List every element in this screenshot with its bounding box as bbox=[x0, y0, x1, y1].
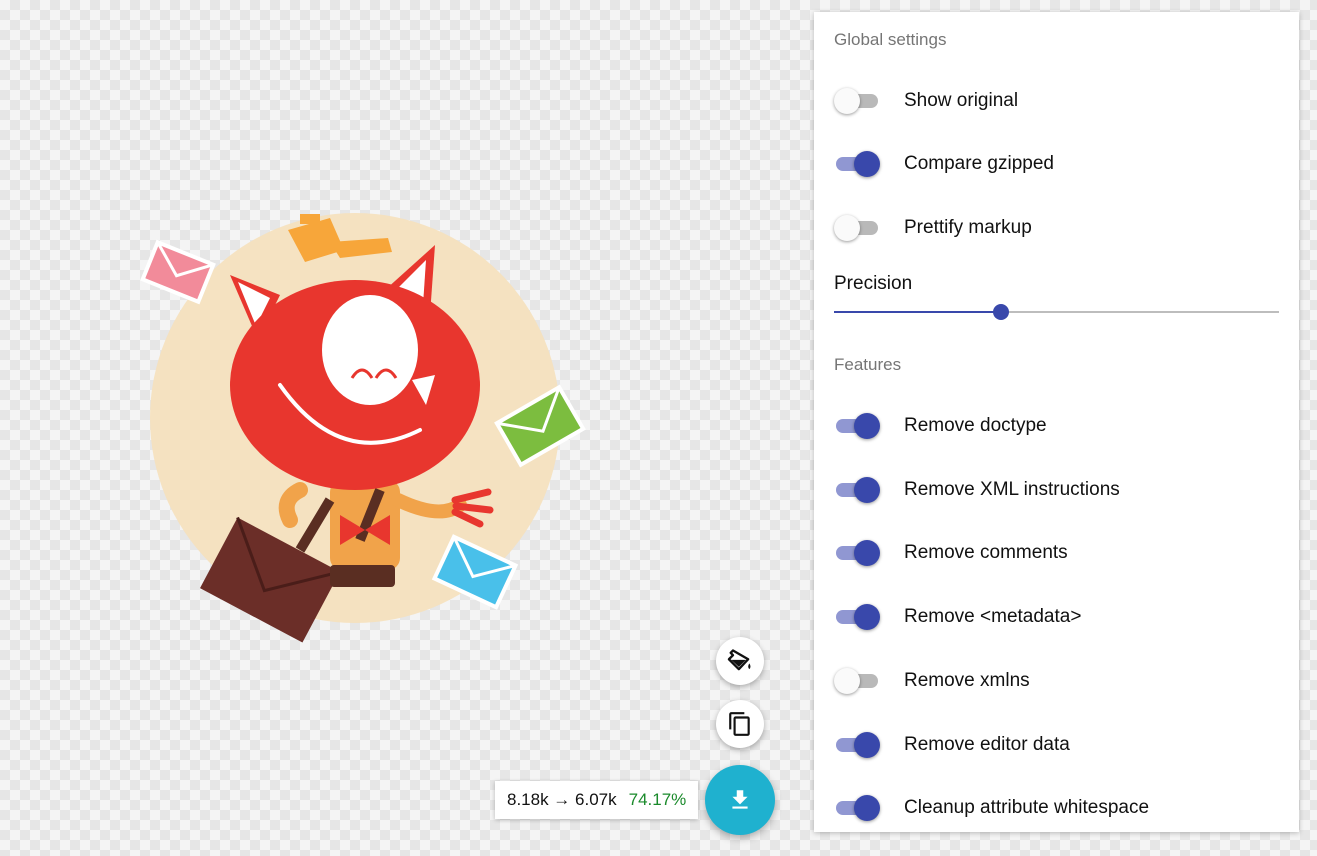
global-settings-heading: Global settings bbox=[834, 30, 947, 49]
switch[interactable] bbox=[834, 148, 880, 180]
toggle-remove-doctype[interactable]: Remove doctype bbox=[834, 410, 1047, 442]
change-background-button[interactable] bbox=[716, 637, 764, 685]
settings-panel: Global settings Show original Compare gz… bbox=[814, 12, 1299, 832]
toggle-prettify-markup[interactable]: Prettify markup bbox=[834, 212, 1032, 244]
switch[interactable] bbox=[834, 85, 880, 117]
toggle-label: Remove editor data bbox=[904, 734, 1070, 755]
toggle-label: Remove doctype bbox=[904, 415, 1047, 436]
toggle-label: Compare gzipped bbox=[904, 153, 1054, 174]
toggle-label: Remove comments bbox=[904, 542, 1068, 563]
features-heading: Features bbox=[834, 355, 902, 374]
copy-button[interactable] bbox=[716, 700, 764, 748]
switch[interactable] bbox=[834, 601, 880, 633]
illustration-bag bbox=[200, 516, 341, 643]
switch[interactable] bbox=[834, 474, 880, 506]
copy-icon bbox=[729, 712, 750, 736]
illustration-envelope-pink bbox=[140, 239, 216, 305]
toggle-remove-comments[interactable]: Remove comments bbox=[834, 537, 1068, 569]
file-size-summary: 8.18k → 6.07k 74.17% bbox=[495, 781, 699, 819]
switch[interactable] bbox=[834, 537, 880, 569]
illustration-bow bbox=[340, 515, 390, 545]
toggle-remove-editor-data[interactable]: Remove editor data bbox=[834, 729, 1070, 761]
toggle-cleanup-attribute-whitespace[interactable]: Cleanup attribute whitespace bbox=[834, 792, 1149, 824]
paint-bucket-icon bbox=[727, 649, 751, 671]
savings-percent: 74.17% bbox=[628, 790, 687, 809]
switch[interactable] bbox=[834, 729, 880, 761]
toggle-label: Show original bbox=[904, 90, 1019, 111]
toggle-label: Remove <metadata> bbox=[904, 606, 1082, 627]
toggle-label: Prettify markup bbox=[904, 217, 1032, 238]
toggle-remove-metadata[interactable]: Remove <metadata> bbox=[834, 601, 1081, 633]
switch[interactable] bbox=[834, 792, 880, 824]
illustration-envelope-green bbox=[494, 384, 586, 468]
download-button[interactable] bbox=[705, 765, 775, 835]
precision-slider[interactable] bbox=[834, 304, 1279, 320]
illustration-hat bbox=[288, 214, 392, 262]
illustration-shoe bbox=[330, 565, 395, 587]
toggle-show-original[interactable]: Show original bbox=[834, 85, 1018, 117]
slider-rail bbox=[834, 311, 1279, 313]
illustration-envelope-blue bbox=[431, 534, 519, 610]
illustration-cat-head bbox=[230, 245, 480, 490]
slider-fill bbox=[834, 311, 1001, 313]
switch[interactable] bbox=[834, 665, 880, 697]
toggle-label: Cleanup attribute whitespace bbox=[904, 797, 1150, 818]
svg-preview-illustration bbox=[140, 213, 586, 643]
switch[interactable] bbox=[834, 410, 880, 442]
toggle-label: Remove xmlns bbox=[904, 670, 1030, 691]
precision-label: Precision bbox=[834, 273, 913, 294]
size-comparison: 8.18k → 6.07k bbox=[507, 790, 617, 809]
toggle-label: Remove XML instructions bbox=[904, 479, 1120, 500]
illustration-body bbox=[278, 480, 494, 570]
toggle-compare-gzipped[interactable]: Compare gzipped bbox=[834, 148, 1054, 180]
slider-knob[interactable] bbox=[992, 304, 1009, 320]
toggle-remove-xmlns[interactable]: Remove xmlns bbox=[834, 665, 1030, 697]
switch[interactable] bbox=[834, 212, 880, 244]
toggle-remove-xml-instructions[interactable]: Remove XML instructions bbox=[834, 474, 1120, 506]
download-icon bbox=[732, 790, 748, 809]
